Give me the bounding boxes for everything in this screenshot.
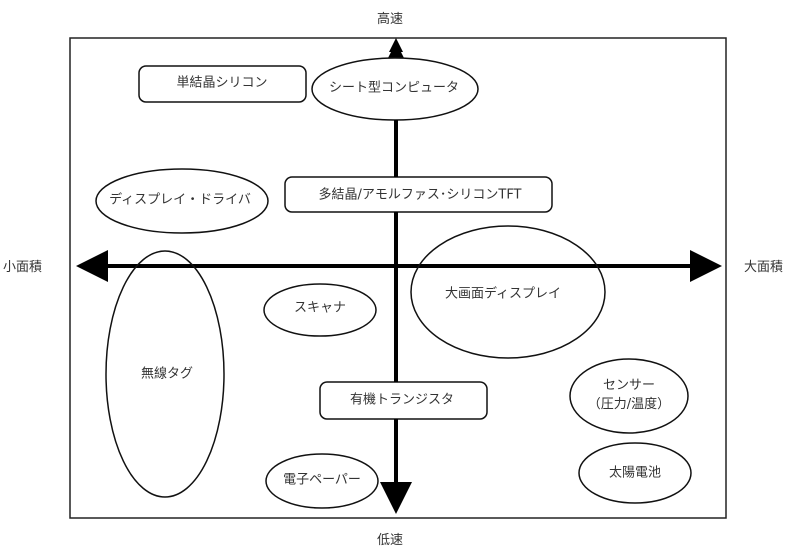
sensor-label-line1: センサー xyxy=(602,378,656,394)
display-driver-ellipse xyxy=(95,168,269,234)
solar-cell-ellipse xyxy=(578,442,692,504)
single-crystal-si-label: 単結晶シリコン xyxy=(176,75,268,91)
large-display-ellipse xyxy=(410,225,606,359)
wireless-tag-label: 無線タグ xyxy=(140,366,194,382)
scanner-label: スキャナ xyxy=(293,300,347,316)
axis-label-top: 高速 xyxy=(377,12,404,27)
organic-transistor-label: 有機トランジスタ xyxy=(349,392,455,408)
arrowhead-up xyxy=(389,38,403,52)
scanner-ellipse xyxy=(263,283,377,337)
solar-cell-label: 太陽電池 xyxy=(608,465,662,481)
wireless-tag-ellipse xyxy=(105,250,225,498)
poly-amorphous-tft-box xyxy=(284,176,553,213)
sensor-label-line2: （圧力/温度） xyxy=(587,397,671,412)
organic-transistor-box xyxy=(319,381,488,420)
axis-label-bottom: 低速 xyxy=(377,533,404,548)
sheet-computer-label: シート型コンピュータ xyxy=(328,80,460,96)
e-paper-ellipse xyxy=(265,453,379,509)
poly-amorphous-tft-label: 多結晶/アモルファス･シリコンTFT xyxy=(318,187,522,203)
e-paper-label: 電子ペーパー xyxy=(283,472,361,488)
sensor-ellipse xyxy=(569,358,689,434)
display-driver-label: ディスプレイ・ドライバ xyxy=(109,192,251,208)
frame-border xyxy=(69,37,727,519)
axis-label-left: 小面積 xyxy=(3,260,43,275)
sensor-label: センサー （圧力/温度） xyxy=(588,377,670,415)
axis-label-right: 大面積 xyxy=(744,260,784,275)
single-crystal-si-box xyxy=(138,65,307,103)
large-display-label: 大画面ディスプレイ xyxy=(444,286,562,302)
